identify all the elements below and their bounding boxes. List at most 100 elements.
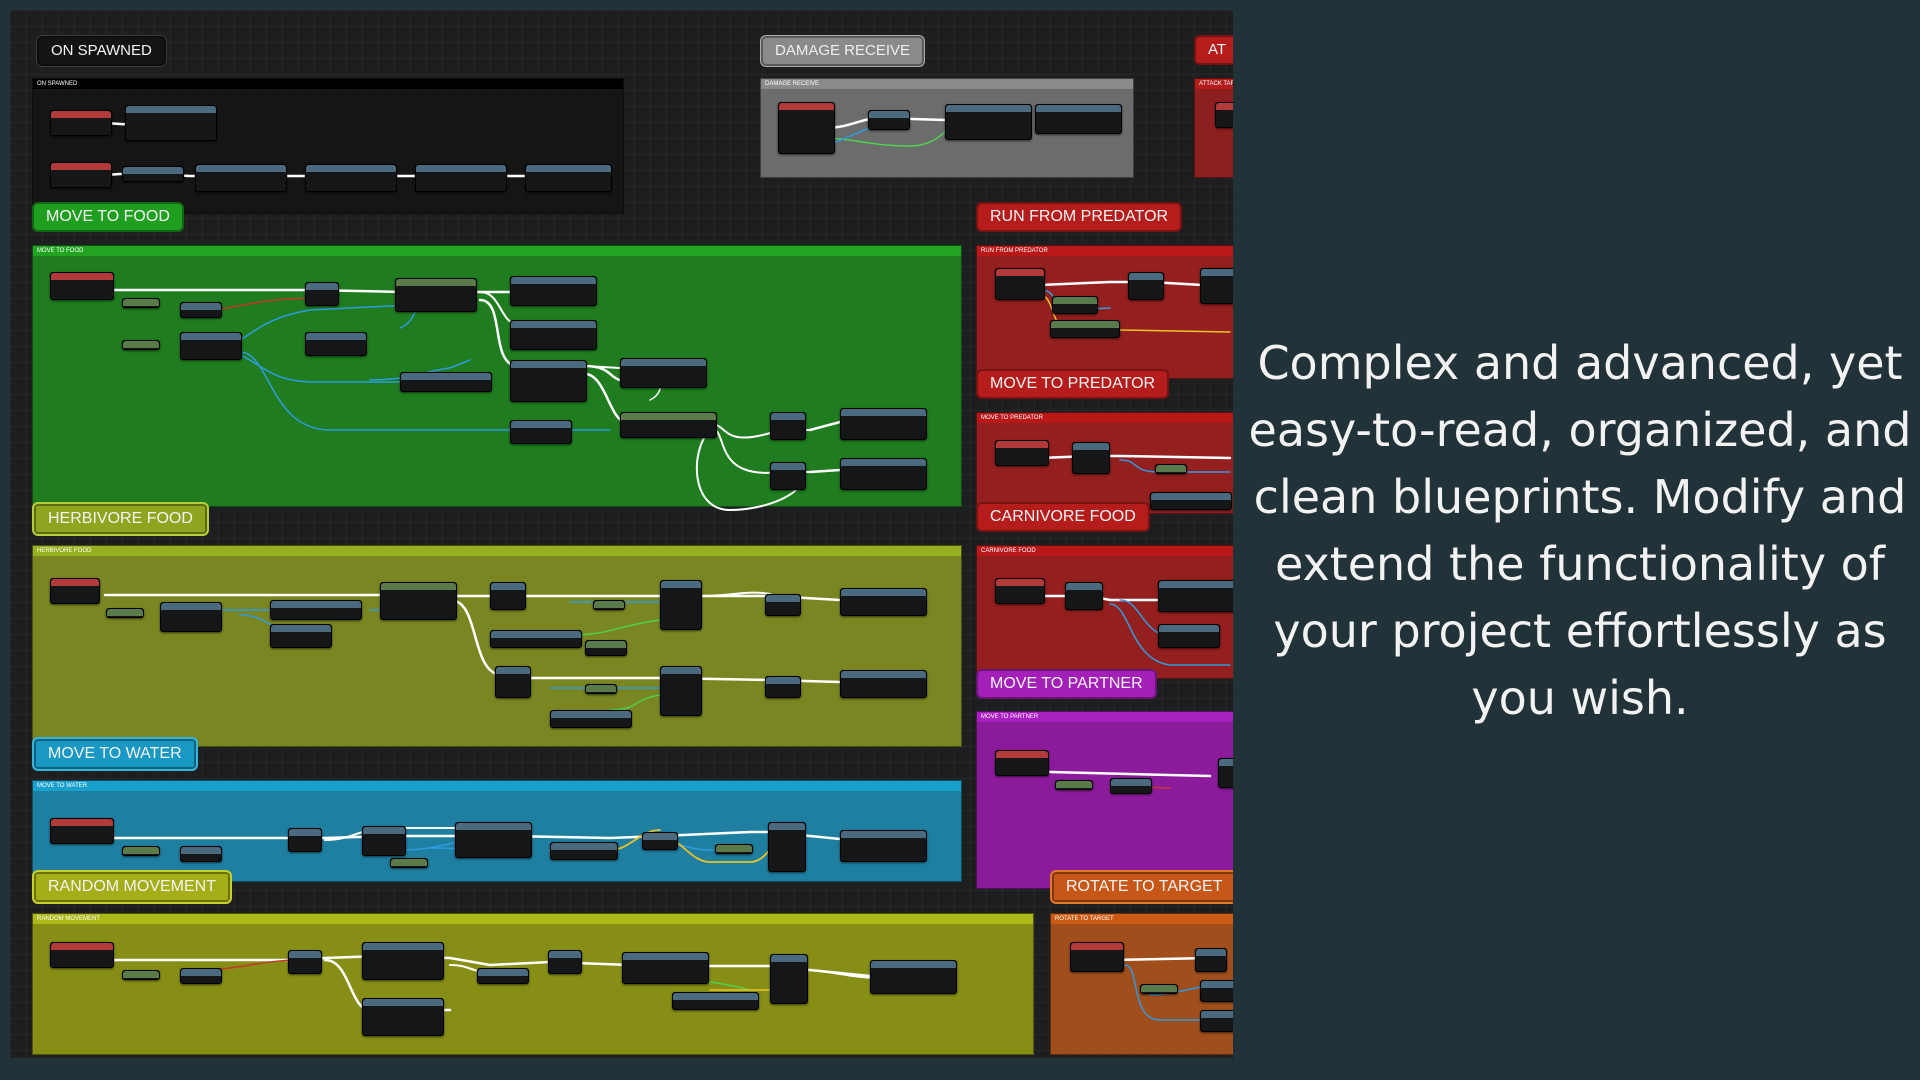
node-variable[interactable] [106, 608, 144, 618]
node-function[interactable] [1150, 492, 1232, 510]
node-event[interactable] [50, 110, 112, 136]
comment-carnivore-food[interactable]: CARNIVORE FOOD [976, 545, 1233, 679]
node-function[interactable] [122, 166, 184, 182]
node-event[interactable] [1215, 102, 1233, 128]
node-function[interactable] [1158, 624, 1220, 648]
node-variable[interactable] [585, 684, 617, 694]
node-function[interactable] [490, 582, 526, 610]
node-function[interactable] [270, 600, 362, 620]
node-event[interactable] [1070, 942, 1124, 972]
node-variable[interactable] [620, 412, 717, 438]
label-damage-receive[interactable]: DAMAGE RECEIVE [760, 35, 926, 67]
label-on-spawned[interactable]: ON SPAWNED [36, 35, 167, 67]
node-function[interactable] [490, 630, 582, 648]
node-variable[interactable] [1155, 464, 1187, 474]
node-function[interactable] [510, 276, 597, 306]
blueprint-graph-canvas[interactable]: ON SPAWNED DAMAGE RECEIVE ATTACK TAR MOV… [10, 10, 1233, 1058]
node-variable[interactable] [122, 298, 160, 308]
node-variable[interactable] [390, 858, 428, 868]
node-function[interactable] [672, 992, 759, 1010]
node-variable[interactable] [122, 970, 160, 980]
label-herbivore-food[interactable]: HERBIVORE FOOD [32, 502, 209, 536]
node-function[interactable] [870, 960, 957, 994]
node-function[interactable] [768, 822, 806, 872]
label-move-to-food[interactable]: MOVE TO FOOD [32, 202, 184, 232]
node-function[interactable] [510, 420, 572, 444]
node-function[interactable] [620, 358, 707, 388]
node-variable[interactable] [1055, 780, 1093, 790]
node-event[interactable] [995, 578, 1045, 604]
node-function[interactable] [1200, 980, 1233, 1002]
node-function[interactable] [840, 408, 927, 440]
node-function[interactable] [305, 332, 367, 356]
node-variable[interactable] [395, 278, 477, 312]
node-variable[interactable] [122, 340, 160, 350]
node-event[interactable] [995, 750, 1049, 776]
node-function[interactable] [1110, 778, 1152, 794]
node-variable[interactable] [1140, 984, 1178, 994]
node-function[interactable] [1128, 272, 1164, 300]
node-event[interactable] [50, 272, 114, 300]
node-function[interactable] [362, 942, 444, 980]
node-function[interactable] [660, 580, 702, 630]
node-function[interactable] [840, 670, 927, 698]
node-function[interactable] [305, 164, 397, 192]
node-function[interactable] [765, 676, 801, 698]
node-function[interactable] [1200, 1010, 1233, 1032]
node-event[interactable] [778, 102, 835, 154]
node-function[interactable] [270, 624, 332, 648]
node-function[interactable] [868, 110, 910, 130]
comment-random-movement[interactable]: RANDOM MOVEMENT [32, 913, 1034, 1055]
node-function[interactable] [510, 320, 597, 350]
node-function[interactable] [840, 588, 927, 616]
label-move-to-partner[interactable]: MOVE TO PARTNER [976, 669, 1157, 699]
comment-run-from-predator[interactable]: RUN FROM PREDATOR [976, 245, 1233, 379]
node-function[interactable] [1218, 758, 1233, 788]
node-event[interactable] [50, 162, 112, 188]
comment-move-to-partner[interactable]: MOVE TO PARTNER [976, 711, 1233, 889]
node-function[interactable] [510, 360, 587, 402]
node-function[interactable] [288, 828, 322, 852]
node-function[interactable] [305, 282, 339, 306]
node-function[interactable] [660, 666, 702, 716]
node-function[interactable] [362, 998, 444, 1036]
label-move-to-predator[interactable]: MOVE TO PREDATOR [976, 369, 1170, 399]
node-function[interactable] [945, 104, 1032, 140]
node-event[interactable] [50, 578, 100, 604]
node-variable[interactable] [593, 600, 625, 610]
node-function[interactable] [770, 954, 808, 1004]
node-function[interactable] [525, 164, 612, 192]
node-function[interactable] [550, 710, 632, 728]
node-function[interactable] [415, 164, 507, 192]
node-function[interactable] [1195, 948, 1227, 972]
node-function[interactable] [770, 462, 806, 490]
node-function[interactable] [455, 822, 532, 858]
node-function[interactable] [1035, 104, 1122, 134]
label-attack[interactable]: AT [1194, 35, 1233, 65]
label-random-movement[interactable]: RANDOM MOVEMENT [32, 870, 232, 904]
node-function[interactable] [180, 846, 222, 862]
label-rotate-to-target[interactable]: ROTATE TO TARGET [1050, 870, 1233, 904]
comment-move-to-food[interactable]: MOVE TO FOOD [32, 245, 962, 507]
node-event[interactable] [995, 440, 1049, 466]
node-variable[interactable] [585, 640, 627, 656]
node-function[interactable] [180, 302, 222, 318]
node-function[interactable] [622, 952, 709, 984]
label-move-to-water[interactable]: MOVE TO WATER [32, 737, 198, 771]
node-function[interactable] [125, 105, 217, 141]
node-function[interactable] [770, 412, 806, 440]
node-function[interactable] [765, 594, 801, 616]
node-function[interactable] [840, 830, 927, 862]
node-function[interactable] [495, 666, 531, 698]
label-carnivore-food[interactable]: CARNIVORE FOOD [976, 502, 1150, 532]
node-function[interactable] [1158, 580, 1233, 612]
node-function[interactable] [362, 826, 406, 856]
node-function[interactable] [1065, 582, 1103, 610]
node-function[interactable] [180, 332, 242, 360]
node-event[interactable] [50, 942, 114, 968]
node-function[interactable] [642, 832, 678, 850]
node-function[interactable] [195, 164, 287, 192]
node-event[interactable] [995, 268, 1045, 300]
node-function[interactable] [400, 372, 492, 392]
node-variable[interactable] [1052, 296, 1098, 314]
